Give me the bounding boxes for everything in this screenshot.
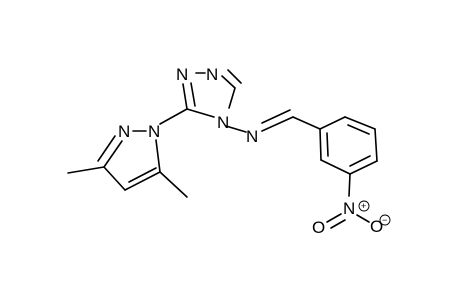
- atom-label-triazole-n2: N: [176, 65, 188, 84]
- bond-c5-n1: [155, 139, 161, 173]
- bond-n4t-c3t: [186, 108, 215, 118]
- pyrazole-ring: [67, 130, 188, 198]
- bond-ar-1-2: [319, 116, 346, 130]
- benzene-ring: [319, 116, 378, 175]
- bond-ch-aryl: [292, 116, 321, 130]
- bond-ar-5-6: [320, 159, 351, 175]
- bond-c3-methyl: [67, 166, 105, 174]
- bond-ar-inner-b: [349, 155, 371, 167]
- bond-ar-3-4: [374, 128, 378, 162]
- bond-pyrazole-triazole: [159, 108, 188, 125]
- bond-c5-methyl: [159, 171, 188, 198]
- bond-c4-c5-double: [128, 167, 157, 183]
- bond-aryl-nitro: [348, 173, 351, 197]
- atom-label-pyrazole-n1: N: [148, 122, 160, 141]
- atom-label-imine-n: N: [246, 127, 258, 146]
- bond-c3-c4: [103, 166, 126, 191]
- bond-ar-4-5: [349, 160, 378, 175]
- bond-ar-inner-a: [347, 124, 370, 135]
- bond-ar-inner-c: [326, 132, 329, 157]
- atom-label-pyrazole-n2: N: [118, 122, 130, 141]
- negative-charge-ring: [379, 214, 391, 226]
- positive-charge-ring: [358, 200, 370, 212]
- atom-label-nitro-o-left: O: [312, 218, 325, 237]
- atom-label-triazole-n4: N: [217, 113, 229, 132]
- atom-label-triazole-n1: N: [206, 65, 218, 84]
- bond-nitro-o-left-double: [330, 219, 346, 229]
- bond-imine-double-2: [261, 109, 291, 124]
- bond-n1t-c5t: [221, 75, 236, 89]
- nitro-positive-charge: +: [361, 201, 366, 211]
- bond-nitro-o-left: [326, 213, 342, 223]
- bond-n1t-c5t-double: [227, 69, 242, 84]
- bond-n2-c3: [103, 140, 123, 168]
- bond-ar-2-3: [344, 116, 376, 130]
- bond-c3-n2t-double: [190, 82, 196, 107]
- bond-c3-n2t: [182, 83, 188, 110]
- bond-n2-c3-double: [97, 135, 116, 162]
- bond-c5t-n4t: [228, 87, 236, 109]
- bond-nitro-o-right: [356, 214, 370, 223]
- nitro-negative-charge: −: [382, 215, 387, 225]
- bond-n4-imine-n: [225, 125, 247, 133]
- bond-c4-c5: [124, 171, 161, 191]
- bond-ar-6-1: [319, 128, 322, 161]
- triazole-ring: [182, 69, 242, 118]
- atom-label-nitro-n: N: [343, 199, 355, 218]
- bond-imine-double-1: [261, 116, 294, 132]
